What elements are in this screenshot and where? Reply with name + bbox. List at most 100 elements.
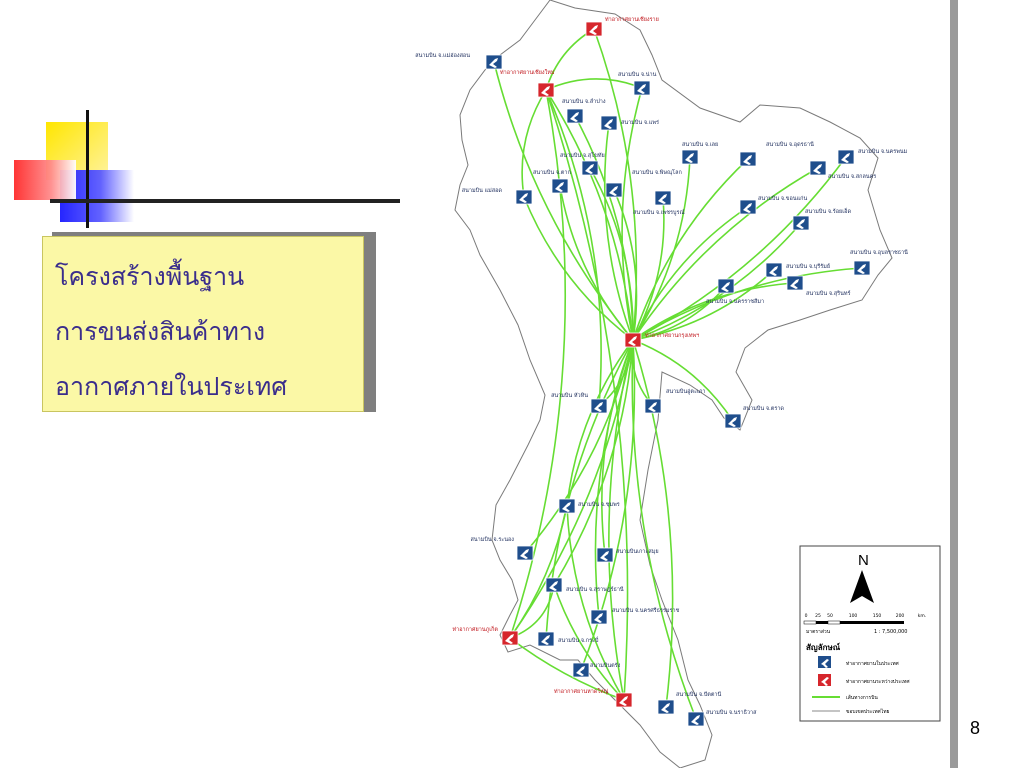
airport-label: สนามบิน จ.พิษณุโลก	[632, 168, 682, 176]
domestic-airport-icon	[739, 151, 757, 167]
airport-label: สนามบิน จ.นครพนม	[858, 148, 908, 155]
route-line	[603, 122, 634, 341]
route-line	[594, 339, 634, 618]
domestic-airport-icon	[545, 577, 563, 593]
domestic-airport-icon	[515, 189, 533, 205]
domestic-airport-icon	[792, 215, 810, 231]
route-line	[632, 206, 749, 341]
international-airport-icon	[501, 630, 519, 646]
route-line	[545, 339, 634, 640]
right-edge-bar	[950, 0, 958, 768]
route-line	[509, 89, 567, 639]
domestic-airport-icon	[605, 182, 623, 198]
international-airport-icon	[615, 692, 633, 708]
hub-airport-label: ท่าอากาศยานกรุงเทพฯ	[645, 332, 699, 339]
legend-item-border: ขอบเขตประเทศไทย	[846, 708, 890, 715]
domestic-airport-icon	[681, 149, 699, 165]
airport-label: ท่าอากาศยานภูเก็ต	[453, 625, 499, 633]
route-line	[613, 189, 638, 341]
airport-label: สนามบิน จ.สุราษฎร์ธานี	[566, 586, 624, 593]
legend-scale-label: มาตราส่วน	[806, 629, 831, 635]
title-line-1: โครงสร้างพื้นฐาน	[55, 262, 245, 291]
route-line	[632, 339, 674, 708]
airport-label: สนามบิน จ.นครศรีธรรมราช	[612, 607, 680, 614]
airport-label: สนามบิน จ.สุรินทร์	[806, 290, 850, 297]
decor-horizontal-line	[50, 199, 410, 203]
route-line	[631, 339, 697, 720]
airport-label: สนามบิน จ.สกลนคร	[828, 173, 876, 180]
legend-international-icon	[818, 674, 831, 686]
airport-label: สนามบิน จ.ร้อยเอ็ด	[805, 207, 851, 215]
scale-tick-label: 150	[873, 613, 882, 619]
domestic-airport-icon	[853, 260, 871, 276]
domestic-airport-icon	[739, 199, 757, 215]
airport-label: สนามบิน จ.นราธิวาส	[706, 709, 757, 716]
route-line	[521, 89, 547, 198]
slide-title-box: โครงสร้างพื้นฐาน การขนส่งสินค้าทาง อากาศ…	[42, 236, 364, 412]
airport-label: สนามบิน จ.ลำปาง	[562, 98, 606, 105]
domestic-airport-icon	[566, 108, 584, 124]
domestic-airport-icon	[633, 80, 651, 96]
airport-label: ท่าอากาศยานหาดใหญ่	[554, 688, 609, 695]
airport-label: สนามบิน จ.ปัตตานี	[676, 691, 722, 698]
route-line	[608, 339, 634, 701]
international-airport-icon	[537, 82, 555, 98]
domestic-airport-icon	[809, 160, 827, 176]
route-line	[509, 637, 625, 701]
domestic-airport-icon	[516, 545, 534, 561]
domestic-airport-icon	[537, 631, 555, 647]
airport-label: สนามบิน จ.ชุมพร	[578, 501, 620, 508]
domestic-airport-icon	[837, 149, 855, 165]
legend-item-route: เส้นทางการบิน	[846, 694, 878, 701]
legend-domestic-icon	[818, 656, 831, 668]
route-line	[545, 89, 634, 341]
legend-item-domestic: ท่าอากาศยานในประเทศ	[846, 660, 899, 667]
domestic-airport-icon	[644, 398, 662, 414]
airport-label: สนามบินอู่ตะเภา	[666, 388, 706, 395]
airport-label: สนามบิน หัวหิน	[551, 392, 588, 399]
legend-title: สัญลักษณ์	[806, 642, 841, 653]
title-line-2: การขนส่งสินค้าทาง	[55, 317, 266, 346]
decor-vertical-line	[86, 110, 89, 228]
legend-item-international: ท่าอากาศยานระหว่างประเทศ	[846, 679, 910, 685]
domestic-airport-icon	[765, 262, 783, 278]
route-line	[553, 339, 634, 586]
north-arrow-icon	[850, 570, 874, 603]
domestic-airport-icon	[590, 609, 608, 625]
domestic-airport-icon	[485, 54, 503, 70]
airport-label: สนามบิน จ.สุโขทัย	[560, 151, 605, 159]
international-airport-icon	[585, 21, 603, 37]
airport-label: สนามบิน จ.แพร่	[621, 119, 659, 126]
domestic-airport-icon	[687, 711, 705, 727]
route-line	[545, 78, 643, 91]
airport-label: สนามบิน จ.เลย	[682, 141, 718, 148]
route-line	[632, 339, 734, 422]
airport-label: สนามบิน จ.อุดรธานี	[766, 141, 814, 148]
route-line	[632, 167, 819, 341]
route-line	[524, 339, 634, 554]
airport-label: สนามบินเกาะสมุย	[616, 548, 659, 555]
domestic-airport-icon	[572, 662, 590, 678]
title-line-3: อากาศภายในประเทศ	[55, 372, 288, 401]
domestic-airport-icon	[590, 398, 608, 414]
airport-label: สนามบิน จ.ตาก	[533, 169, 571, 176]
international-airport-icon	[624, 332, 642, 348]
airport-label: สนามบิน จ.กระบี่	[558, 636, 599, 644]
route-line	[632, 282, 796, 341]
domestic-airport-icon	[657, 699, 675, 715]
domestic-airport-icon	[596, 547, 614, 563]
route-line	[566, 339, 634, 507]
airport-label: สนามบิน จ.แม่ฮ่องสอน	[415, 52, 470, 59]
airport-label: สนามบิน จ.ตราด	[743, 405, 784, 412]
route-line	[523, 196, 634, 341]
domestic-airport-icon	[786, 275, 804, 291]
route-line	[545, 89, 602, 407]
legend-scale-ratio: 1 : 7,500,000	[874, 629, 908, 635]
route-line	[509, 505, 568, 639]
airport-label: สนามบินตรัง	[590, 662, 621, 669]
domestic-airport-icon	[600, 115, 618, 131]
airport-label: สนามบิน จ.บุรีรัมย์	[786, 263, 830, 270]
